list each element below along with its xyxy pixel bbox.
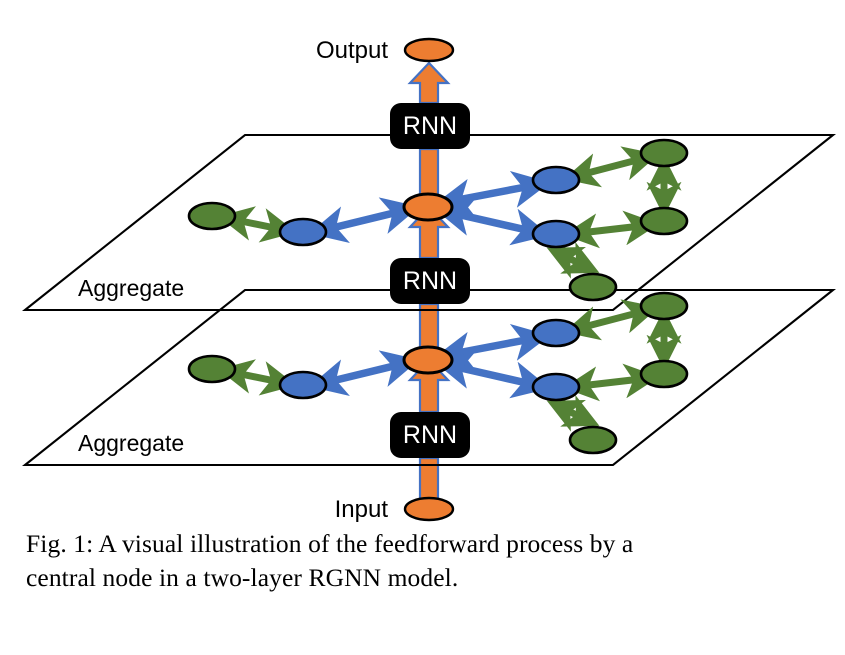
neighbor-green-far-left[interactable] [187,201,237,231]
input-terminal: Input [335,496,455,523]
edge-blue-left-to-center [309,197,420,243]
rnn-block-middle-box [390,258,470,304]
lower-layer-edges [218,299,682,432]
edge-green-top-right-to-blue-upper-right [563,299,659,341]
input-label: Input [335,496,389,523]
plane-lower-label: Aggregate [78,430,184,456]
lower-layer-nodes [187,291,689,455]
edge-green-top-right-to-blue-upper-right [563,146,659,188]
edge-green-far-left-to-blue-left [218,206,297,243]
output-node[interactable] [403,37,455,63]
output-label: Output [316,37,388,64]
edge-green-bottom-to-blue-lower-right [546,394,600,432]
neighbor-green-top-right[interactable] [639,138,689,168]
edge-green-mid-right-to-blue-lower-right [563,210,660,249]
rnn-block-bottom-label: RNN [403,421,457,449]
upper-layer-nodes [187,138,689,302]
edge-green-far-left-to-blue-left [218,359,297,396]
rnn-block-bottom[interactable]: RNN [390,412,470,458]
central-node-upper[interactable] [402,192,454,222]
neighbor-blue-lower-right[interactable] [531,219,581,249]
rnn-block-top-label: RNN [403,112,457,140]
rnn-block-bottom-box [390,412,470,458]
plane-lower: Aggregate [21,288,837,467]
neighbor-blue-upper-right[interactable] [531,318,581,348]
plane-lower-outline [21,288,837,467]
neighbor-green-far-left[interactable] [187,354,237,384]
edge-blue-lower-right-to-center [434,352,551,399]
rnn-block-middle[interactable]: RNN [390,258,470,304]
neighbor-green-bottom[interactable] [568,425,618,455]
figure-caption-line-1: Fig. 1: A visual illustration of the fee… [26,529,634,558]
edge-blue-left-to-center [309,350,420,396]
edge-blue-lower-right-to-center [434,199,551,246]
output-terminal: Output [316,37,455,64]
neighbor-green-mid-right[interactable] [639,359,689,389]
central-node-lower[interactable] [402,345,454,375]
rnn-block-top[interactable]: RNN [390,103,470,149]
rnn-block-middle-label: RNN [403,267,457,295]
upper-layer-edges [218,146,682,279]
neighbor-green-top-right[interactable] [639,291,689,321]
plane-upper-label: Aggregate [78,275,184,301]
neighbor-green-mid-right[interactable] [639,206,689,236]
edge-blue-upper-right-to-center [434,323,551,369]
arrow-rnn-top-to-output [407,61,451,105]
neighbor-blue-left[interactable] [278,217,328,247]
input-node[interactable] [403,496,455,522]
neighbor-blue-upper-right[interactable] [531,165,581,195]
figure-caption-line-2: central node in a two-layer RGNN model. [26,563,459,592]
neighbor-blue-lower-right[interactable] [531,372,581,402]
edge-green-mid-right-to-blue-lower-right [563,363,660,402]
neighbor-blue-left[interactable] [278,370,328,400]
edge-green-bottom-to-blue-lower-right [546,241,600,279]
neighbor-green-bottom[interactable] [568,272,618,302]
figure-caption: Fig. 1: A visual illustration of the fee… [26,527,826,595]
edge-blue-upper-right-to-center [434,170,551,216]
rnn-block-top-box [390,103,470,149]
